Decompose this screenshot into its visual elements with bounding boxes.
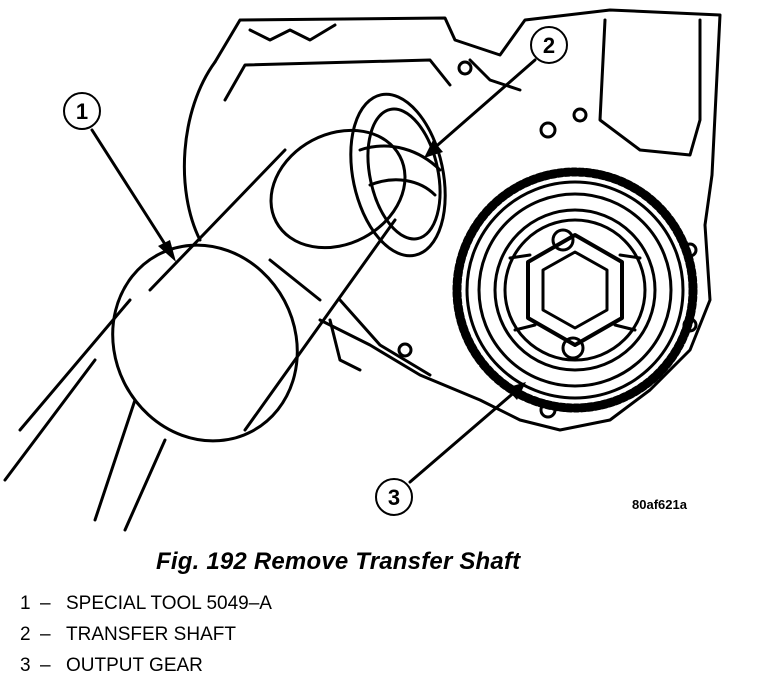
legend-dash: – — [40, 624, 51, 645]
technical-illustration: 1 2 3 — [3, 8, 722, 532]
legend-label: TRANSFER SHAFT — [66, 624, 236, 645]
figure-caption: Fig. 192 Remove Transfer Shaft — [156, 548, 521, 575]
legend-item: 2–TRANSFER SHAFT — [20, 619, 272, 650]
legend-label: OUTPUT GEAR — [66, 655, 203, 676]
legend-dash: – — [40, 593, 51, 614]
legend-item: 3–OUTPUT GEAR — [20, 650, 272, 681]
legend-dash: – — [40, 655, 51, 676]
callout-3 — [375, 382, 526, 516]
special-tool — [3, 128, 407, 532]
legend-number: 2 — [20, 624, 31, 645]
callout-1 — [63, 92, 176, 262]
figure-code: 80af621a — [632, 497, 687, 512]
legend-list: 1–SPECIAL TOOL 5049–A 2–TRANSFER SHAFT 3… — [20, 588, 272, 681]
callout-2 — [424, 26, 568, 158]
transfer-shaft — [349, 92, 447, 258]
legend-label: SPECIAL TOOL 5049–A — [66, 593, 272, 614]
legend-item: 1–SPECIAL TOOL 5049–A — [20, 588, 272, 619]
callout-2-label: 2 — [543, 33, 555, 58]
output-gear — [452, 167, 698, 413]
legend-number: 3 — [20, 655, 31, 676]
callout-1-label: 1 — [76, 99, 88, 124]
legend-number: 1 — [20, 593, 31, 614]
callout-3-label: 3 — [388, 485, 400, 510]
